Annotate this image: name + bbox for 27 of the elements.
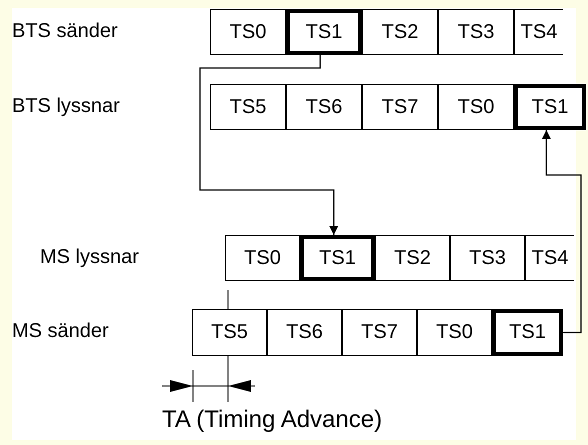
time-slot-cell: TS4 <box>525 235 574 281</box>
arrow <box>542 130 582 334</box>
row-label: MS lyssnar <box>40 246 139 269</box>
time-slot-cell: TS7 <box>362 84 438 130</box>
time-slot-cell: TS1 <box>286 9 362 55</box>
row-label: BTS sänder <box>12 20 118 43</box>
time-slot-cell: TS5 <box>210 84 286 130</box>
time-slot-cell: TS2 <box>375 235 450 281</box>
time-slot-cell: TS3 <box>438 9 514 55</box>
time-slot-cell: TS5 <box>192 309 267 356</box>
row-label: MS sänder <box>12 320 109 343</box>
row-label: BTS lyssnar <box>12 95 120 118</box>
arrow <box>199 55 338 235</box>
dimension-label: TA (Timing Advance) <box>162 406 382 434</box>
time-slot-cell: TS0 <box>210 9 286 55</box>
time-slot-cell: TS2 <box>362 9 438 55</box>
time-slot-cell: TS4 <box>514 9 563 55</box>
time-slot-cell: TS7 <box>342 309 417 356</box>
time-slot-cell: TS1 <box>300 235 375 281</box>
time-slot-cell: TS0 <box>225 235 300 281</box>
time-slot-cell: TS6 <box>286 84 362 130</box>
time-slot-cell: TS1 <box>514 84 586 130</box>
time-slot-cell: TS3 <box>450 235 525 281</box>
time-slot-cell: TS0 <box>417 309 492 356</box>
time-slot-cell: TS6 <box>267 309 342 356</box>
time-slot-cell: TS1 <box>492 309 563 356</box>
time-slot-cell: TS0 <box>438 84 514 130</box>
